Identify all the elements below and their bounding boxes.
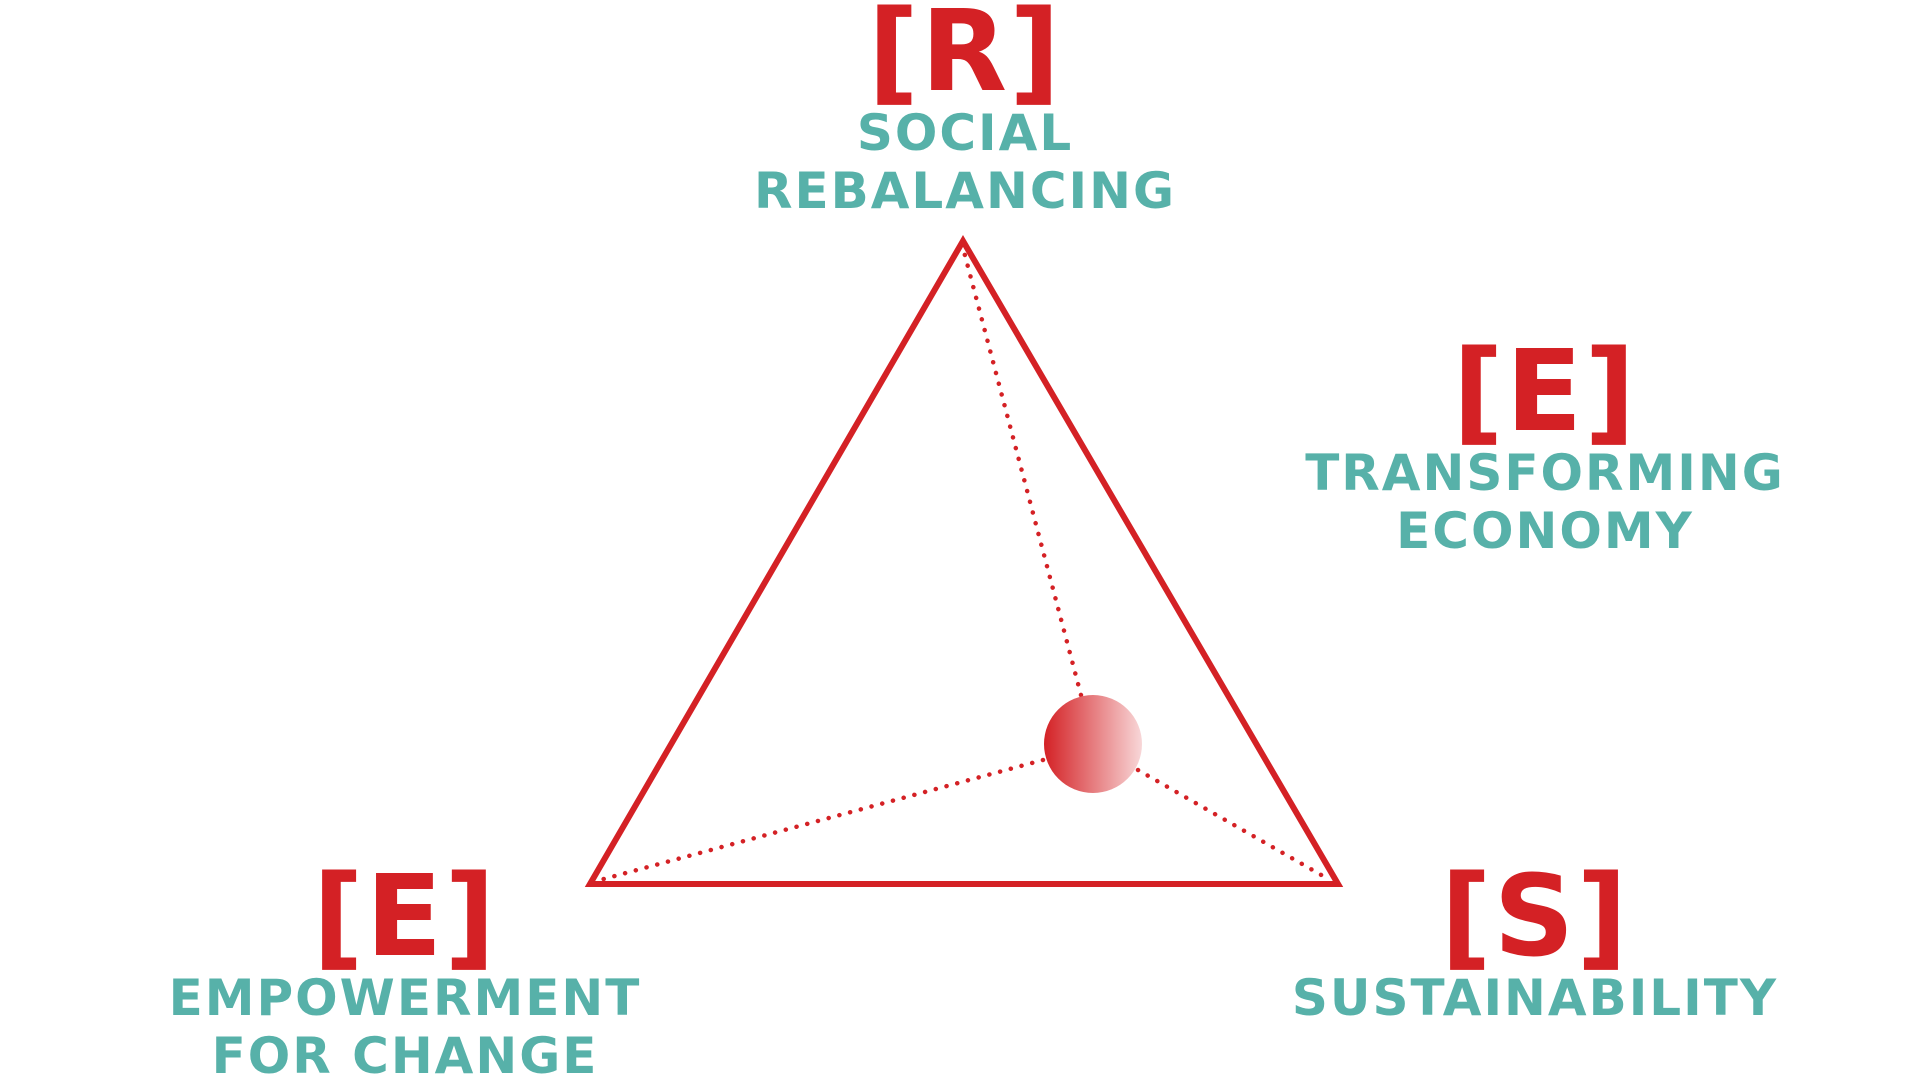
node-label-line1: TRANSFORMING [1305,444,1785,502]
node-label-line1: SUSTAINABILITY [1291,969,1779,1027]
center-ball [1044,695,1142,793]
dotted-line-to-right [1135,767,1333,883]
dotted-line-to-left [597,757,1046,883]
node-letter: [S] [1440,852,1630,982]
node-label-line2: FOR CHANGE [211,1027,599,1081]
node-label-line2: REBALANCING [753,162,1177,220]
node-letter: [E] [1452,327,1638,457]
node-label-line1: SOCIAL [856,104,1074,162]
node-empowerment-for-change: [E] EMPOWERMENT FOR CHANGE [90,852,720,1081]
node-label-line2: ECONOMY [1396,502,1694,560]
node-social-rebalancing: [R] SOCIAL REBALANCING [665,0,1265,220]
node-letter: [R] [867,0,1063,117]
node-sustainability: [S] SUSTAINABILITY [1225,852,1845,1027]
triangle-outline [584,235,1344,887]
dotted-line-to-top [960,245,1084,698]
node-transforming-economy: [E] TRANSFORMING ECONOMY [1235,327,1855,560]
node-label-line1: EMPOWERMENT [168,969,642,1027]
node-letter: [E] [312,852,498,982]
